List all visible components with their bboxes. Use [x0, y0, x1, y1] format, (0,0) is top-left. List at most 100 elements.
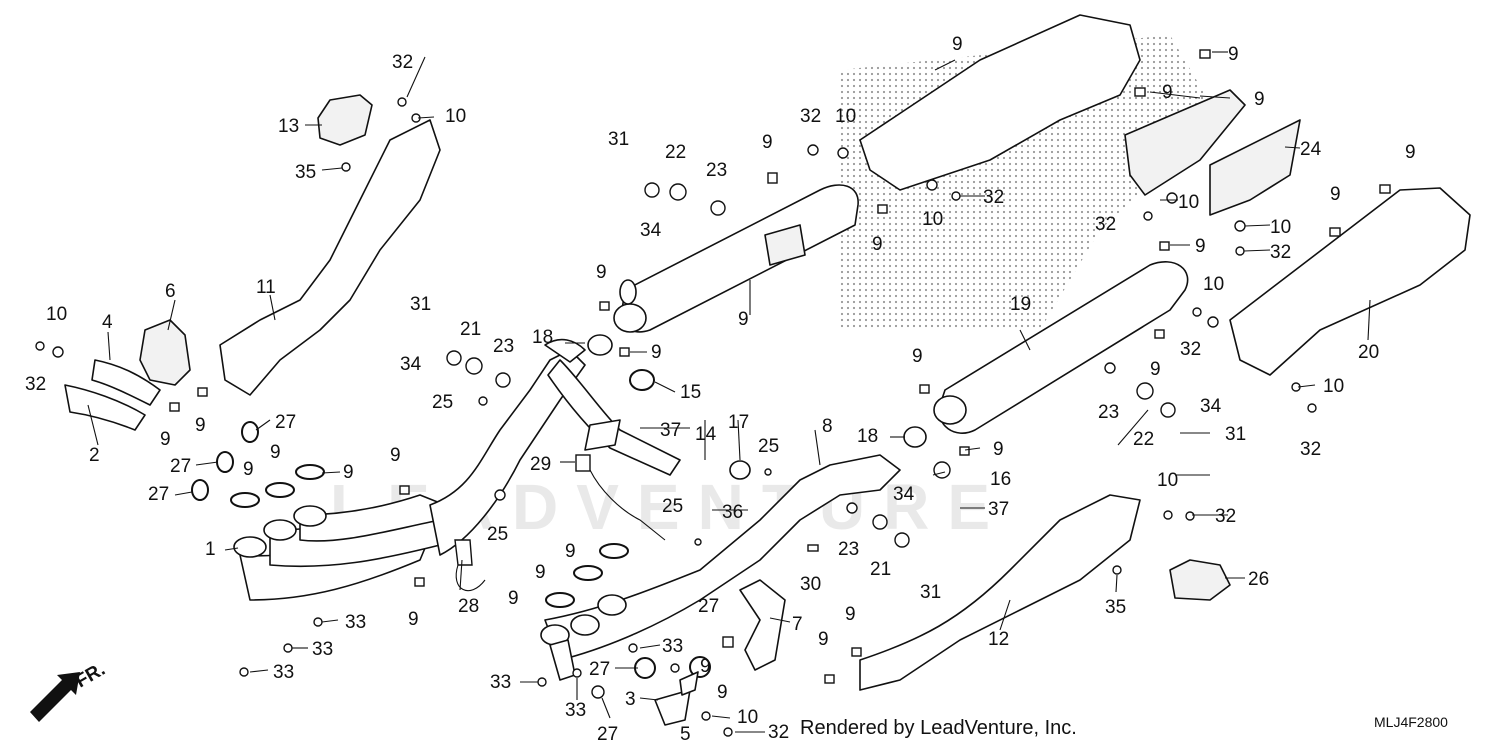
callout-11: 9: [596, 262, 607, 283]
callout-37: 32: [25, 374, 46, 395]
front-direction-arrow: FR.: [30, 659, 109, 722]
callout-31: 26: [1248, 569, 1269, 590]
callout-42: 37: [988, 499, 1009, 520]
callout-21: 16: [990, 469, 1011, 490]
callout-15: 10: [445, 106, 466, 127]
callout-4: 4: [102, 312, 113, 333]
callout-26: 21: [460, 319, 481, 340]
callout-37: 32: [1215, 506, 1236, 527]
callout-8: 8: [822, 416, 833, 437]
callout-12: 9: [738, 309, 749, 330]
callout-39: 34: [1200, 396, 1222, 417]
callout-15: 10: [1157, 470, 1178, 491]
callout-38: 33: [662, 636, 683, 657]
callout-32: 27: [597, 724, 618, 745]
callout-10: 9: [717, 682, 728, 703]
callout-14: 9: [1254, 89, 1265, 110]
callout-37: 32: [983, 187, 1004, 208]
callout-42: 37: [660, 420, 681, 441]
callout-15: 10: [1178, 192, 1199, 213]
callout-15: 10: [46, 304, 67, 325]
callout-36: 31: [920, 582, 941, 603]
callout-10: 9: [408, 609, 419, 630]
callout-17: 12: [988, 629, 1009, 650]
callout-22: 17: [728, 412, 749, 433]
heat-cover-16: [219, 119, 441, 396]
callout-35: 30: [800, 574, 821, 595]
callout-15: 10: [1323, 376, 1344, 397]
callout-30: 25: [662, 496, 683, 517]
muffler-protector-25: [1229, 187, 1471, 376]
callout-19: 14: [695, 424, 717, 445]
callout-37: 32: [1300, 439, 1321, 460]
callout-36: 31: [1225, 424, 1246, 445]
callout-32: 27: [275, 412, 296, 433]
sensor-plug: [575, 454, 591, 472]
callout-23: 18: [857, 426, 878, 447]
callout-10: 9: [1195, 236, 1206, 257]
callout-38: 33: [345, 612, 366, 633]
callout-15: 10: [737, 707, 758, 728]
callout-39: 34: [893, 484, 915, 505]
callout-37: 32: [1180, 339, 1201, 360]
callout-39: 34: [400, 354, 422, 375]
callout-28: 23: [706, 160, 727, 181]
callout-10: 9: [845, 604, 856, 625]
callout-1: 1: [205, 539, 216, 560]
callout-9: 9: [243, 459, 254, 480]
callout-11: 9: [651, 342, 662, 363]
callout-40: 35: [1105, 597, 1126, 618]
callout-9: 9: [508, 588, 519, 609]
callout-38: 33: [490, 672, 511, 693]
callout-27: 22: [1133, 429, 1154, 450]
callout-32: 27: [170, 456, 191, 477]
hardware: [35, 49, 1391, 737]
callout-11: 9: [912, 346, 923, 367]
callout-36: 31: [608, 129, 629, 150]
callout-13: 9: [952, 34, 963, 55]
clamps: [191, 334, 927, 679]
callout-11: 9: [1228, 44, 1239, 65]
callout-37: 32: [800, 106, 821, 127]
callout-10: 9: [818, 629, 829, 650]
callout-30: 25: [487, 524, 508, 545]
exhaust-manifold: [233, 349, 586, 601]
callout-3: 3: [625, 689, 636, 710]
callout-9: 9: [535, 562, 546, 583]
callout-11: 9: [1405, 142, 1416, 163]
direction-label: FR.: [72, 659, 109, 692]
callout-10: 9: [195, 415, 206, 436]
callout-25: 20: [1358, 342, 1379, 363]
callout-7: 7: [792, 614, 803, 635]
muffler-cover-29: [1209, 119, 1301, 216]
callout-32: 27: [698, 596, 719, 617]
callout-20: 15: [680, 382, 701, 403]
callout-36: 31: [410, 294, 431, 315]
center-pipe: [544, 338, 681, 476]
muffler-protector-13: [859, 14, 1141, 191]
gaskets: [230, 464, 629, 608]
end-cap-18: [317, 94, 373, 146]
callout-6: 6: [165, 281, 176, 302]
callout-28: 23: [838, 539, 859, 560]
callout-2: 2: [89, 445, 100, 466]
callout-39: 34: [640, 220, 662, 241]
callout-28: 23: [493, 336, 514, 357]
callout-23: 18: [532, 327, 553, 348]
render-credit: Rendered by LeadVenture, Inc.: [800, 717, 1077, 739]
callout-24: 19: [1010, 294, 1031, 315]
callout-15: 10: [1270, 217, 1291, 238]
heat-cover-17: [859, 494, 1141, 691]
end-cap-31: [1169, 559, 1231, 601]
muffler-12: [613, 184, 859, 333]
callout-9: 9: [343, 462, 354, 483]
callout-10: 9: [872, 234, 883, 255]
callout-10: 9: [700, 656, 711, 677]
callout-37: 32: [768, 722, 789, 743]
callout-15: 10: [1203, 274, 1224, 295]
callout-38: 33: [565, 700, 586, 721]
callout-11: 9: [1330, 184, 1341, 205]
diagram-code: MLJ4F2800: [1374, 714, 1448, 730]
callout-40: 35: [295, 162, 316, 183]
